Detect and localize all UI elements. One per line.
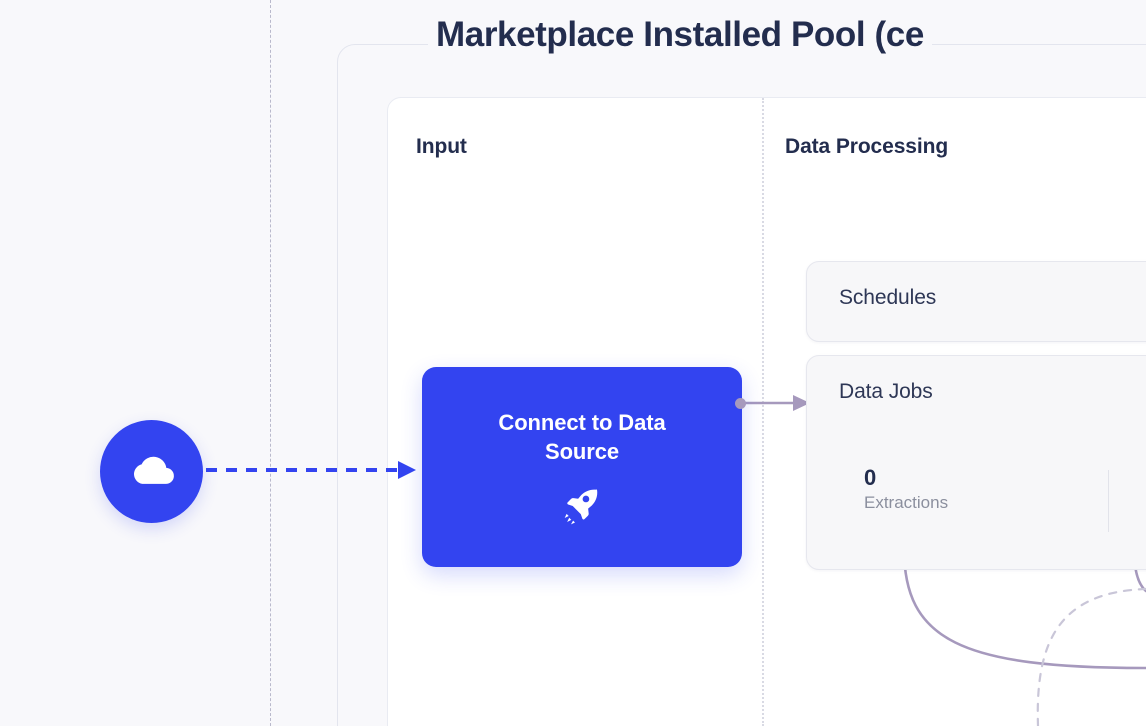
handle-connect-right[interactable] xyxy=(735,398,746,409)
card-data-jobs[interactable]: Data Jobs xyxy=(806,355,1146,570)
cloud-icon xyxy=(126,446,178,498)
node-connect-to-data-source[interactable]: Connect to Data Source xyxy=(422,367,742,567)
canvas-guide-line xyxy=(270,0,271,726)
connect-node-label: Connect to Data Source xyxy=(498,409,666,464)
stat-extractions: 0 Extractions xyxy=(864,465,949,513)
rocket-icon xyxy=(561,484,603,526)
stat-separator xyxy=(1108,470,1109,532)
swimlane-divider xyxy=(762,98,764,726)
card-schedules-title: Schedules xyxy=(839,286,937,309)
node-data-source[interactable] xyxy=(100,420,203,523)
stat-extractions-label: Extractions xyxy=(864,493,949,513)
group-title: Marketplace Installed Pool (ce xyxy=(428,14,932,56)
card-schedules[interactable]: Schedules xyxy=(806,261,1146,342)
stat-extractions-value: 0 xyxy=(864,465,877,490)
lane-title-input: Input xyxy=(416,135,467,158)
lane-title-data-processing: Data Processing xyxy=(785,135,949,158)
card-data-jobs-title: Data Jobs xyxy=(839,380,933,403)
